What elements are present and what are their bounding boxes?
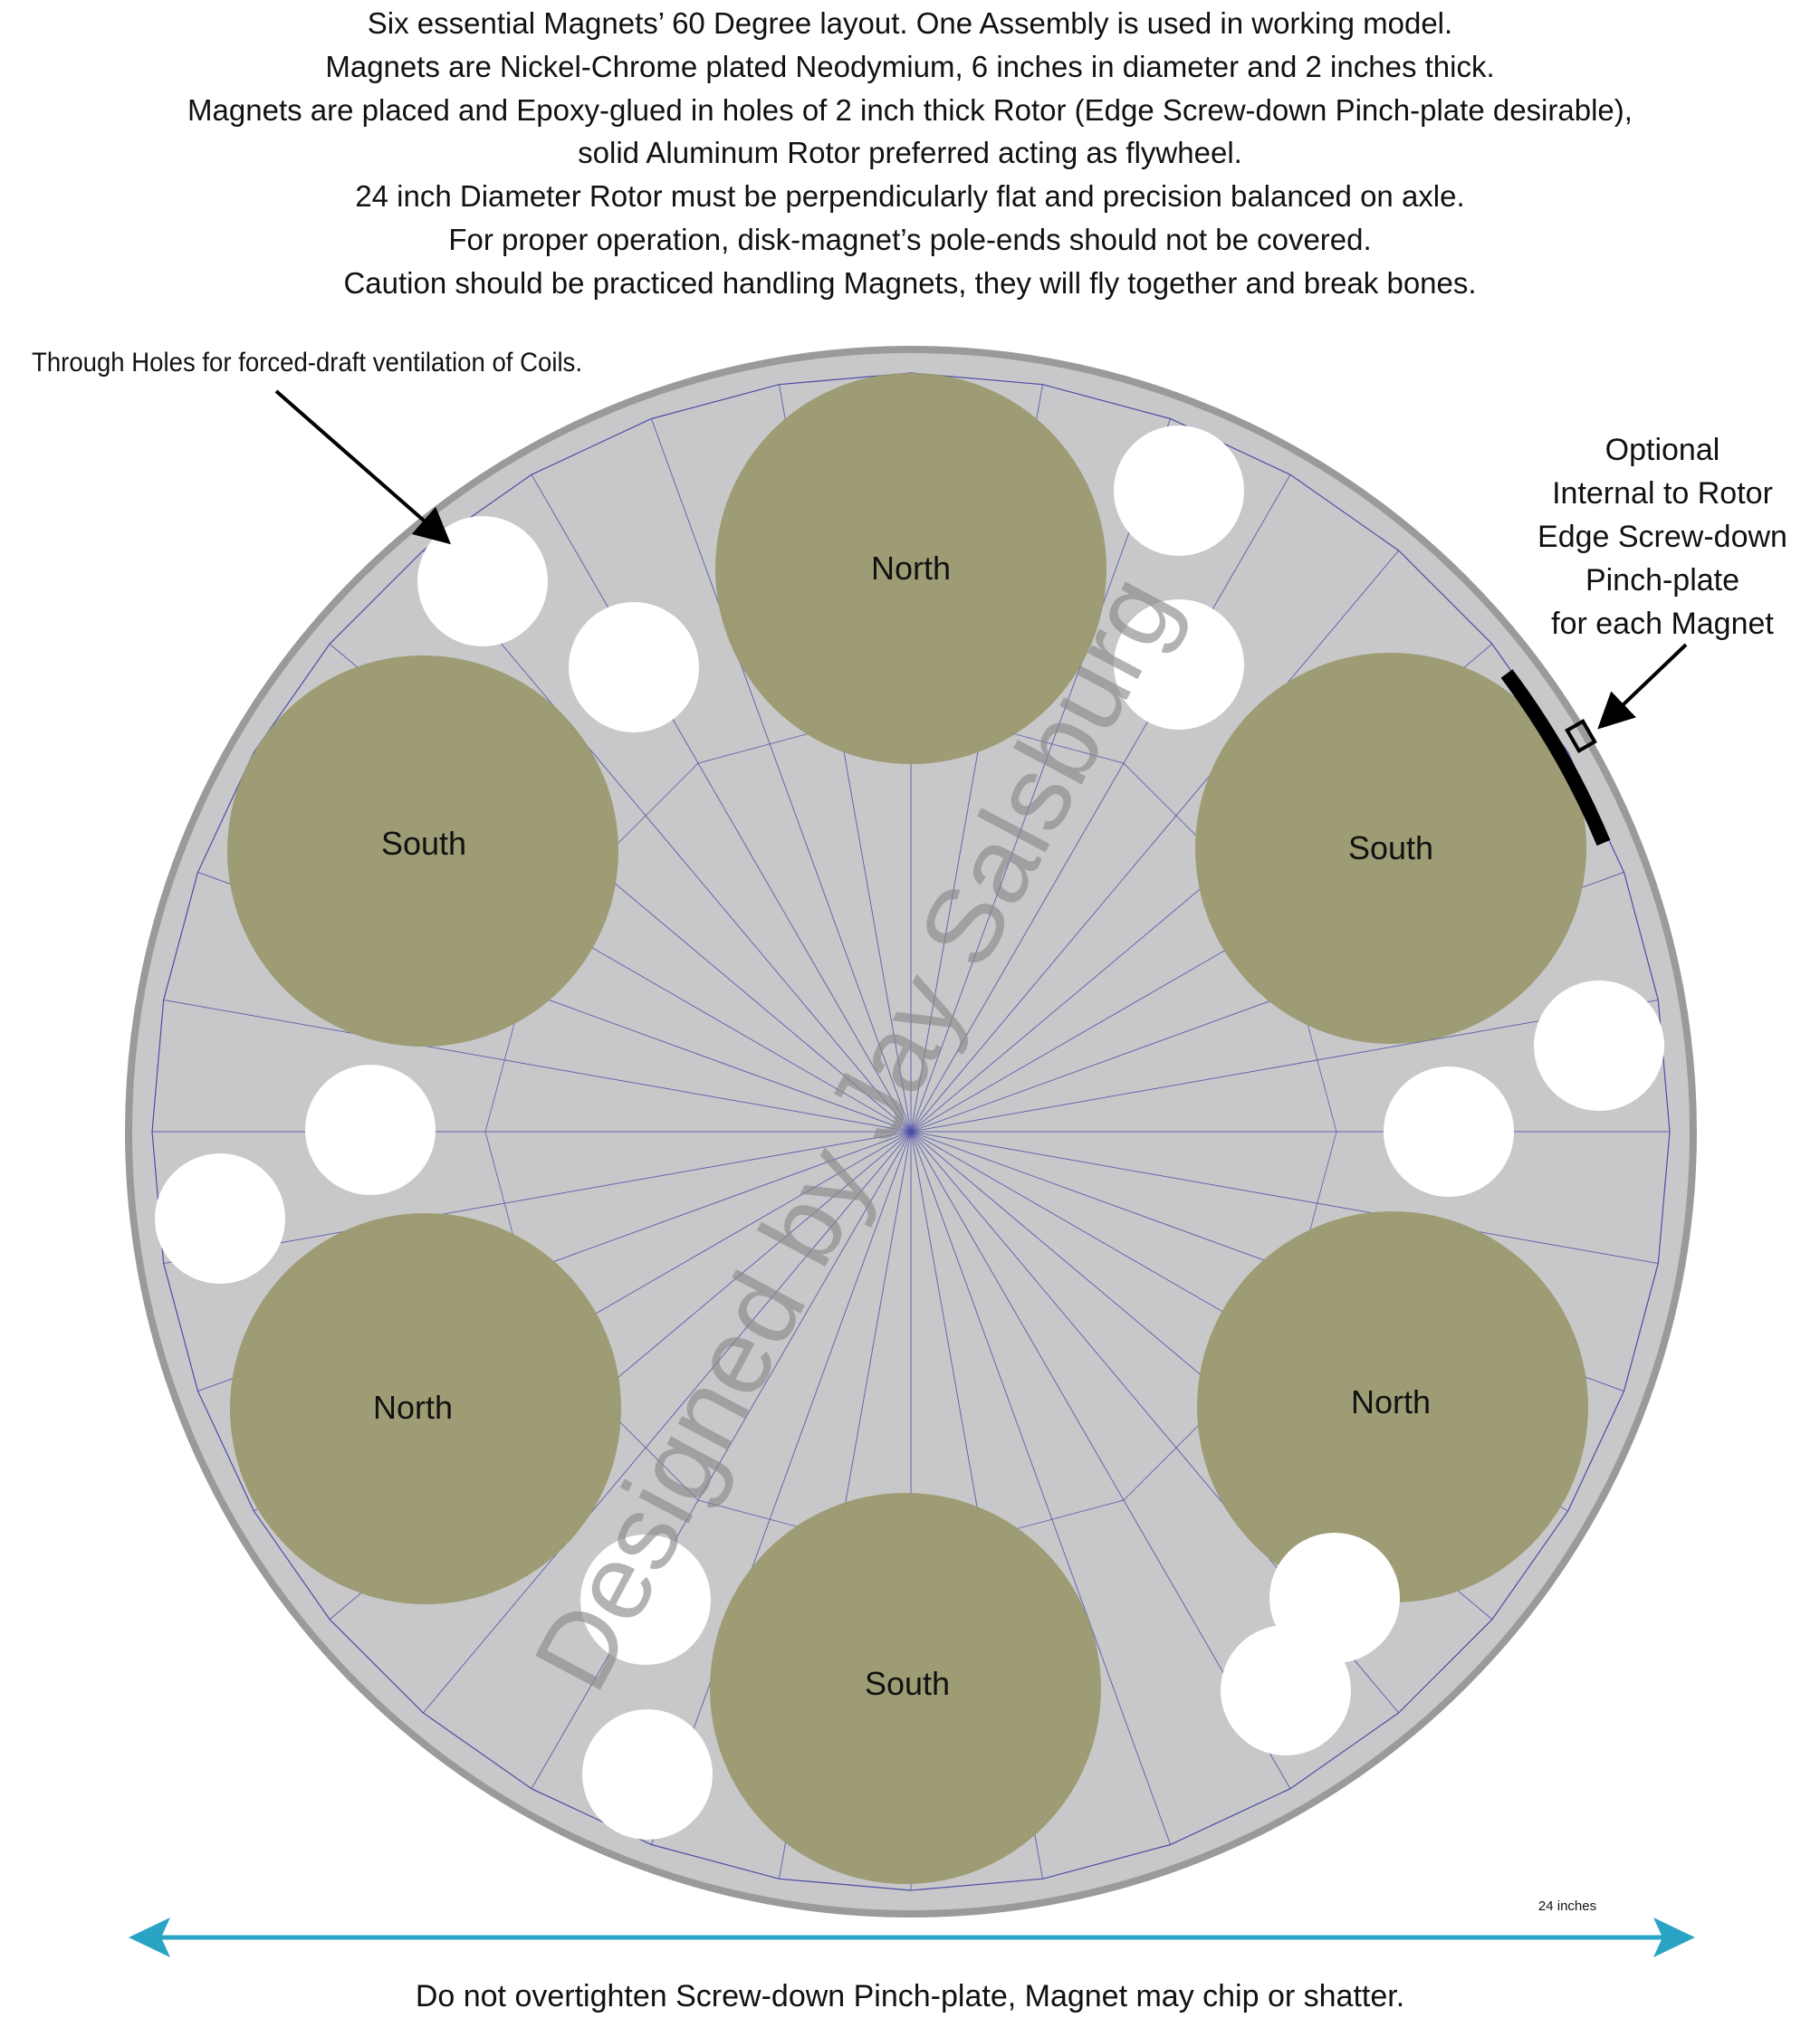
header-line: For proper operation, disk-magnet’s pole… xyxy=(448,222,1372,256)
header-line: Magnets are Nickel-Chrome plated Neodymi… xyxy=(325,49,1495,83)
magnet-disk xyxy=(227,655,618,1047)
construction-spoke xyxy=(910,1131,1659,1264)
magnet: South xyxy=(1195,653,1586,1044)
dimension-arrow: 24 inches xyxy=(129,1898,1695,1957)
vent-hole xyxy=(417,516,548,646)
vent-holes-label: Through Holes for forced-draft ventilati… xyxy=(32,348,582,378)
construction-spoke xyxy=(422,1131,912,1714)
vent-hole xyxy=(580,1535,711,1665)
pinch-plate-label-line: Internal to Rotor xyxy=(1552,476,1773,511)
magnet-label: North xyxy=(1351,1383,1431,1420)
vent-hole xyxy=(1114,426,1244,556)
pinch-plate-label-line: for each Magnet xyxy=(1551,607,1774,641)
construction-spoke xyxy=(531,1131,912,1789)
pinch-plate-label-line: Pinch-plate xyxy=(1585,563,1739,598)
magnet-disk xyxy=(1197,1211,1588,1602)
magnet-disk xyxy=(230,1213,621,1604)
vent-hole xyxy=(582,1709,713,1840)
construction-spoke xyxy=(163,999,912,1133)
construction-spoke xyxy=(650,418,912,1133)
dimension-arrowhead-right xyxy=(1653,1918,1695,1957)
pinch-plate-label-line: Optional xyxy=(1605,433,1720,467)
footer-warning: Do not overtighten Screw-down Pinch-plat… xyxy=(415,1979,1405,2013)
ventilation-holes xyxy=(155,426,1664,1840)
header-line: Six essential Magnets’ 60 Degree layout.… xyxy=(367,6,1453,40)
magnet: North xyxy=(230,1213,621,1604)
construction-spoke xyxy=(910,1131,1172,1845)
magnet: South xyxy=(710,1493,1101,1884)
construction-spoke xyxy=(163,1131,912,1264)
header-line: 24 inch Diameter Rotor must be perpendic… xyxy=(355,179,1465,214)
header-line: Magnets are placed and Epoxy-glued in ho… xyxy=(187,92,1633,127)
vent-hole xyxy=(305,1065,436,1195)
magnet-label: South xyxy=(381,825,466,862)
pinch-plate-label: Optional Internal to Rotor Edge Screw-do… xyxy=(1537,433,1787,641)
magnet-label: North xyxy=(871,550,951,587)
magnet-disk xyxy=(1195,653,1586,1044)
pinch-plate-screw xyxy=(1565,719,1597,753)
construction-spoke xyxy=(422,550,912,1133)
magnet: North xyxy=(715,373,1106,764)
vent-hole xyxy=(1384,1066,1514,1197)
vent-hole xyxy=(1534,980,1664,1111)
dimension-label: 24 inches xyxy=(1538,1898,1596,1914)
magnet-label: South xyxy=(865,1665,950,1702)
vent-holes-arrow xyxy=(274,389,452,545)
construction-spoke xyxy=(910,474,1291,1133)
construction-spoke xyxy=(531,474,912,1133)
pinch-plate xyxy=(1500,669,1611,846)
vent-hole xyxy=(155,1153,285,1284)
vent-hole xyxy=(1221,1625,1351,1755)
construction-spoke xyxy=(910,550,1400,1133)
construction-spoke xyxy=(910,418,1172,1133)
header-line: solid Aluminum Rotor preferred acting as… xyxy=(578,136,1242,170)
dimension-arrowhead-left xyxy=(129,1918,170,1957)
vent-hole xyxy=(569,602,699,732)
magnet-disk xyxy=(710,1493,1101,1884)
header: Six essential Magnets’ 60 Degree layout.… xyxy=(0,2,1820,305)
construction-spoke xyxy=(650,1131,912,1845)
header-line: Caution should be practiced handling Mag… xyxy=(343,265,1477,300)
pinch-plate-arrow xyxy=(1597,643,1688,730)
vent-hole xyxy=(1114,599,1244,730)
magnet-disk xyxy=(715,373,1106,764)
magnet: North xyxy=(1197,1211,1588,1602)
magnet-label: North xyxy=(373,1389,453,1426)
magnet-label: South xyxy=(1348,829,1433,866)
magnet: South xyxy=(227,655,618,1047)
construction-spoke xyxy=(910,999,1659,1133)
pinch-plate-label-line: Edge Screw-down xyxy=(1537,520,1787,554)
